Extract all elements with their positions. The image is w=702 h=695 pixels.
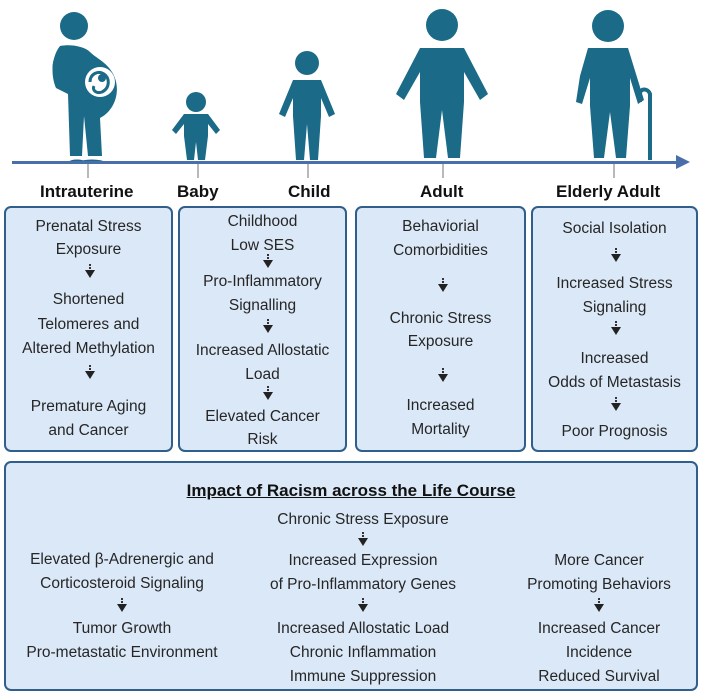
racism-impact-box: Impact of Racism across the Life Course …: [4, 461, 698, 691]
box-text: of Pro-Inflammatory Genes: [269, 576, 457, 593]
box-text: Increased Allostatic Load: [276, 620, 450, 637]
box-text: Shortened: [52, 291, 125, 308]
box-text: Incidence: [565, 644, 633, 661]
box-text: Prenatal Stress: [35, 218, 142, 235]
timeline-tick: [307, 164, 309, 178]
box-text: Childhood: [227, 213, 298, 230]
box-text: Increased Allostatic: [195, 342, 330, 359]
box-text: Increased Stress: [556, 275, 673, 292]
box-text: Signaling: [582, 299, 647, 316]
box-text: Pro-Inflammatory: [203, 273, 322, 290]
box-text: Load: [245, 366, 280, 383]
box-text: Comorbidities: [393, 242, 488, 259]
stage-label-baby: Baby: [177, 182, 219, 201]
box-text: Corticosteroid Signaling: [40, 575, 204, 592]
box-text: Immune Suppression: [289, 668, 437, 685]
box-text: Exposure: [407, 333, 474, 350]
racism-impact-title: Impact of Racism across the Life Course: [186, 481, 516, 500]
stage-label-adult: Adult: [420, 182, 464, 201]
box-text: Pro-metastatic Environment: [26, 644, 218, 661]
timeline-tick: [87, 164, 89, 178]
box-text: Exposure: [55, 241, 122, 258]
stage-label-elderly-adult: Elderly Adult: [556, 182, 661, 201]
box-text: Low SES: [230, 237, 295, 254]
box-text: Signalling: [228, 297, 297, 314]
timeline-tick: [613, 164, 615, 178]
box-text: Premature Aging: [30, 398, 147, 415]
box-text: Poor Prognosis: [561, 423, 668, 440]
timeline-tick: [442, 164, 444, 178]
timeline-axis: [12, 161, 680, 164]
box-text: and Cancer: [48, 422, 129, 439]
box-text: Tumor Growth: [72, 620, 172, 637]
adult-icon: [396, 9, 488, 158]
intrauterine-box: Prenatal Stress Exposure Shortened Telom…: [4, 206, 173, 452]
box-text: Behaviorial: [402, 218, 479, 235]
box-text: Telomeres and: [37, 316, 140, 333]
box-text: Increased Expression: [288, 552, 438, 569]
box-text: Elevated β-Adrenergic and: [30, 551, 214, 568]
child-icon: [279, 51, 335, 160]
box-text: Odds of Metastasis: [548, 374, 681, 391]
elderly-adult-icon: [576, 10, 652, 160]
adult-box: Behaviorial Comorbidities Chronic Stress…: [355, 206, 526, 452]
timeline-arrowhead: [676, 155, 690, 169]
box-text: Increased: [406, 397, 475, 414]
box-text: Chronic Stress Exposure: [277, 511, 449, 528]
box-text: Risk: [247, 431, 278, 448]
pregnant-woman-icon: [52, 12, 117, 164]
box-text: More Cancer: [554, 552, 644, 569]
box-text: Increased Cancer: [537, 620, 661, 637]
box-text: Chronic Inflammation: [289, 644, 437, 661]
box-text: Chronic Stress: [389, 310, 492, 327]
elderly-adult-box: Social Isolation Increased Stress Signal…: [531, 206, 698, 452]
box-text: Mortality: [411, 421, 470, 438]
box-text: Increased: [580, 350, 649, 367]
child-box: Childhood Low SES Pro-Inflammatory Signa…: [178, 206, 347, 452]
stage-label-child: Child: [288, 182, 331, 201]
box-text: Social Isolation: [562, 220, 667, 237]
box-text: Reduced Survival: [538, 668, 660, 685]
timeline-tick: [197, 164, 199, 178]
baby-icon: [172, 92, 220, 160]
box-text: Altered Methylation: [22, 340, 155, 357]
box-text: Promoting Behaviors: [527, 576, 671, 593]
stage-label-intrauterine: Intrauterine: [40, 182, 134, 201]
box-text: Elevated Cancer: [205, 408, 320, 425]
